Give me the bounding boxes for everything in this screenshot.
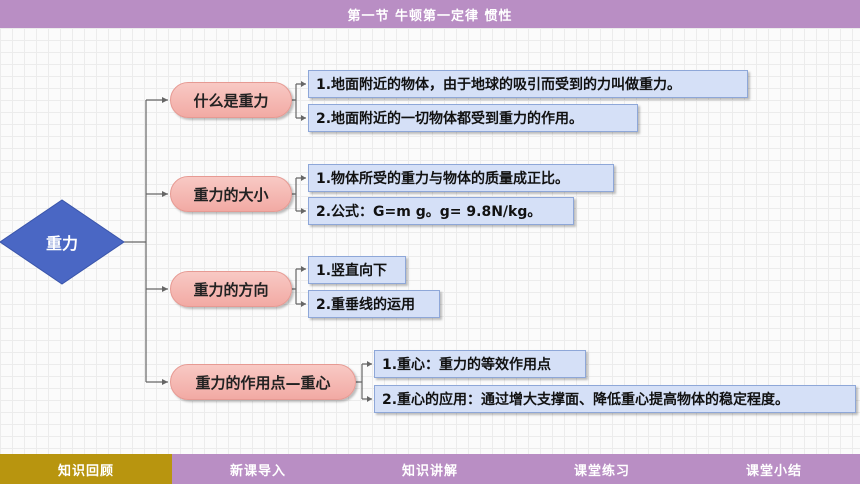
branch-label: 重力的作用点—重心 [195, 373, 331, 392]
tab-class-practice[interactable]: 课堂练习 [573, 463, 630, 479]
mindmap-canvas [0, 28, 860, 454]
leaf-text: 2.公式：G=m g。g= 9.8N/kg。 [316, 204, 542, 220]
page-title: 第一节 牛顿第一定律 惯性 [347, 8, 513, 24]
branch-what-is-gravity: 什么是重力 [170, 82, 292, 118]
leaf-center-application: 2.重心的应用：通过增大支撑面、降低重心提高物体的稳定程度。 [374, 385, 856, 413]
leaf-vertical-down: 1.竖直向下 [308, 256, 406, 284]
branch-direction: 重力的方向 [170, 271, 292, 307]
tab-knowledge-explanation[interactable]: 知识讲解 [401, 463, 458, 479]
branch-label: 什么是重力 [193, 91, 269, 110]
leaf-text: 1.地面附近的物体，由于地球的吸引而受到的力叫做重力。 [316, 77, 682, 93]
leaf-text: 1.竖直向下 [316, 263, 388, 279]
leaf-formula: 2.公式：G=m g。g= 9.8N/kg。 [308, 197, 574, 225]
leaf-proportional: 1.物体所受的重力与物体的质量成正比。 [308, 164, 614, 192]
leaf-plumb-line: 2.重垂线的运用 [308, 290, 440, 318]
title-bar: 第一节 牛顿第一定律 惯性 [0, 0, 860, 28]
leaf-text: 2.重心的应用：通过增大支撑面、降低重心提高物体的稳定程度。 [382, 392, 790, 408]
leaf-text: 2.地面附近的一切物体都受到重力的作用。 [316, 111, 584, 127]
leaf-definition: 1.地面附近的物体，由于地球的吸引而受到的力叫做重力。 [308, 70, 748, 98]
leaf-text: 2.重垂线的运用 [316, 297, 416, 313]
tab-class-summary[interactable]: 课堂小结 [745, 463, 802, 479]
branch-label: 重力的大小 [193, 185, 269, 204]
tab-new-lesson-intro[interactable]: 新课导入 [229, 463, 286, 479]
root-node: 重力 [45, 234, 78, 253]
leaf-text: 1.重心：重力的等效作用点 [382, 357, 552, 373]
leaf-all-objects: 2.地面附近的一切物体都受到重力的作用。 [308, 104, 638, 132]
leaf-center-definition: 1.重心：重力的等效作用点 [374, 350, 586, 378]
branch-magnitude: 重力的大小 [170, 176, 292, 212]
branch-center-of-gravity: 重力的作用点—重心 [170, 364, 356, 400]
tab-knowledge-review[interactable]: 知识回顾 [0, 454, 172, 484]
root-diamond [0, 199, 125, 285]
bottom-nav: 知识回顾 新课导入 知识讲解 课堂练习 课堂小结 [0, 454, 860, 484]
leaf-text: 1.物体所受的重力与物体的质量成正比。 [316, 171, 570, 187]
branch-label: 重力的方向 [193, 280, 269, 299]
